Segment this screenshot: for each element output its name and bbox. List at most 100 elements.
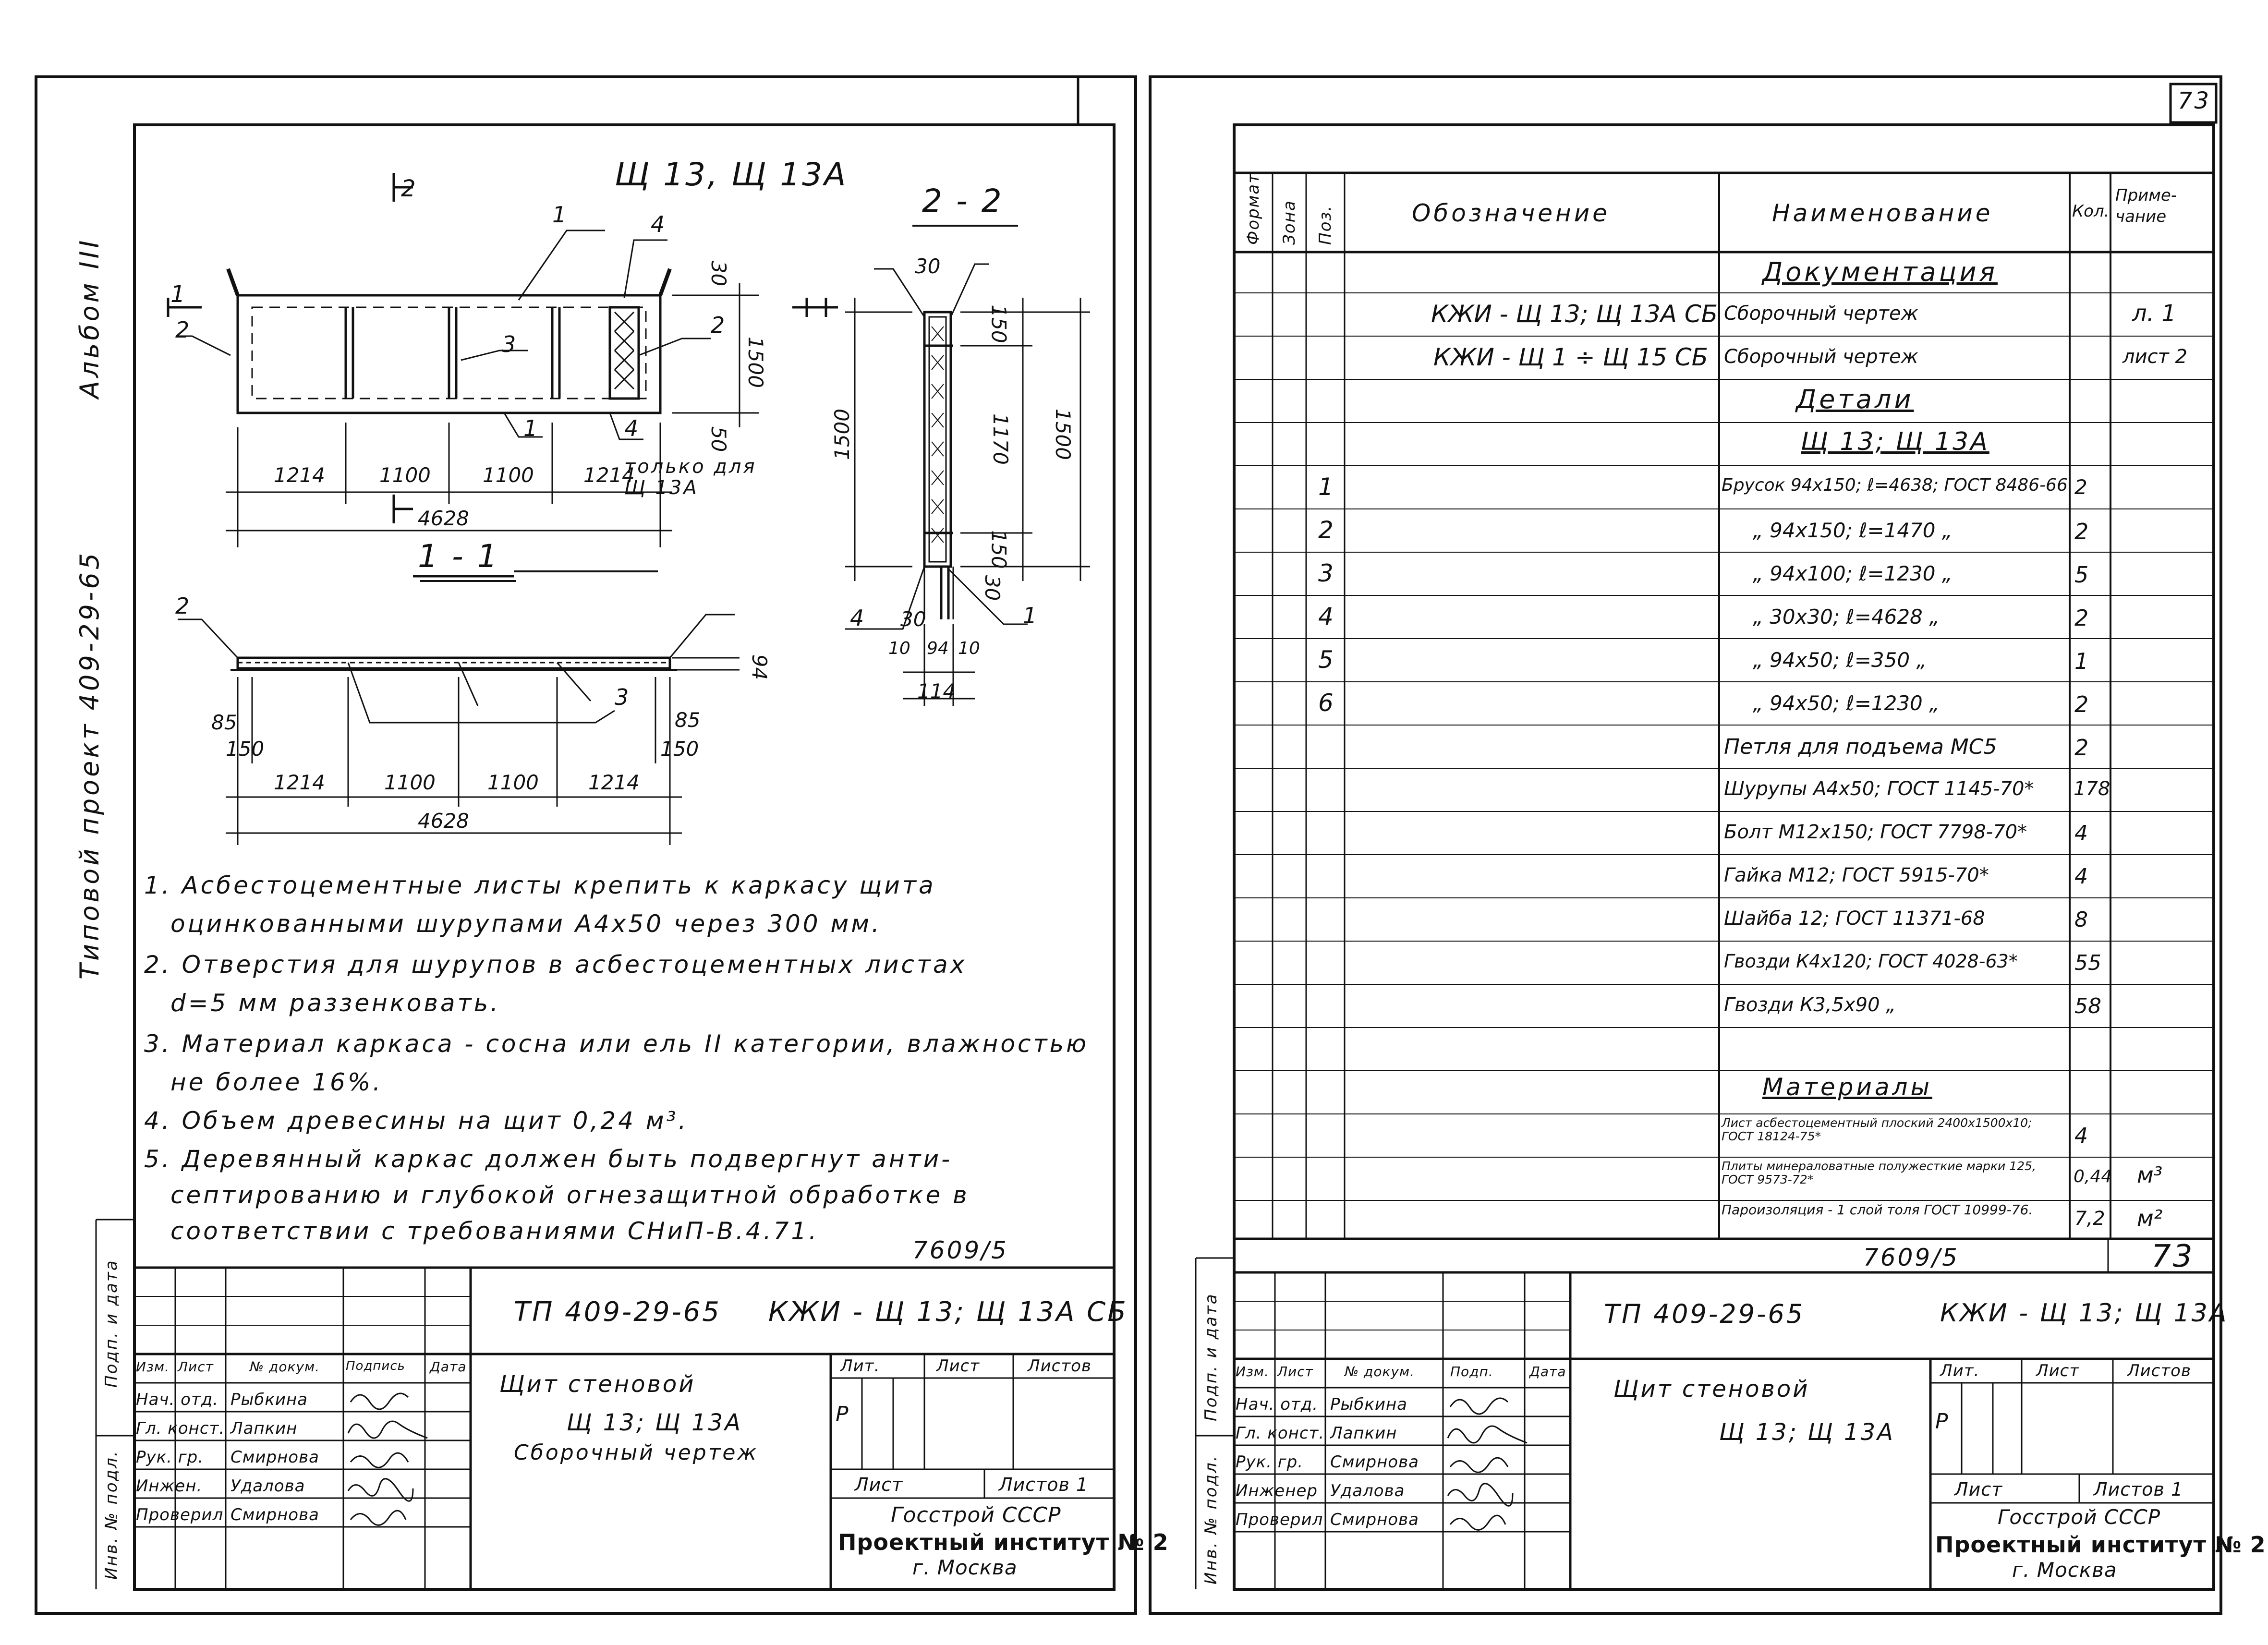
left-name-3: Смирнова: [230, 1448, 319, 1467]
right-title-block-lines: [1195, 1257, 2214, 1589]
right-org2: Проектный институт № 2: [1935, 1532, 2266, 1558]
spec-doc-2-designation: КЖИ - Щ 1 ÷ Щ 15 СБ: [1433, 343, 1708, 371]
spec-doc-1-note: л. 1: [2132, 300, 2176, 327]
signature-scribbles: [347, 1392, 1528, 1531]
sec11-dim-1: 1214: [274, 771, 325, 794]
spec-detail-3-pos: 3: [1318, 559, 1334, 587]
spec-detail-6-name: „ 94х50; ℓ=1230 „: [1753, 691, 1940, 715]
right-col-doc: № докум.: [1345, 1364, 1415, 1379]
spec-other-7-name: Гвозди К3,5х90 „: [1724, 994, 1896, 1016]
spec-detail-5-pos: 5: [1318, 646, 1334, 674]
left-side-inv: Инв. № подл.: [102, 1450, 121, 1580]
left-title1: Щит стеновой: [499, 1371, 696, 1398]
sec22-dim-150-bot: 150: [987, 530, 1011, 569]
spec-detail-4-pos: 4: [1318, 603, 1334, 630]
sec22-dim-1170: 1170: [988, 413, 1012, 465]
pos-label-2: 2: [175, 317, 192, 343]
spec-doc-2-note: лист 2: [2122, 346, 2188, 368]
spec-section-materials: Материалы: [1762, 1073, 1932, 1101]
left-sheets: Листов: [1028, 1356, 1092, 1376]
spec-mat-2-qty: 0,44: [2074, 1167, 2112, 1186]
plan-dim-1500: 1500: [743, 337, 767, 388]
left-stage: Р: [836, 1402, 850, 1427]
spec-other-2-qty: 178: [2074, 778, 2110, 800]
right-role-5: Проверил: [1236, 1510, 1323, 1529]
left-role-5: Проверил: [136, 1505, 224, 1524]
left-designation: КЖИ - Щ 13; Щ 13А СБ: [768, 1296, 1128, 1328]
spec-detail-5-name: „ 94х50; ℓ=350 „: [1753, 648, 1927, 672]
left-role-2: Гл. конст.: [136, 1419, 225, 1438]
sec22-dim-10-right: 10: [958, 639, 980, 658]
plan-dim-4: 1214: [583, 463, 635, 487]
spec-head-name: Наименование: [1772, 199, 1993, 227]
right-title1: Щит стеновой: [1613, 1376, 1810, 1403]
right-designation: КЖИ - Щ 13; Щ 13А: [1940, 1299, 2229, 1328]
spec-other-6-qty: 55: [2074, 951, 2101, 975]
sec11-dim-85-right: 85: [675, 708, 701, 732]
sec11-dim-4: 1214: [588, 771, 640, 794]
spec-detail-1-qty: 2: [2074, 475, 2087, 499]
left-name-5: Смирнова: [230, 1505, 319, 1524]
right-role-3: Рук. гр.: [1236, 1452, 1304, 1472]
sec22-dim-150-top: 150: [987, 304, 1011, 343]
spec-head-format: Формат: [1244, 173, 1263, 245]
right-lit: Лит.: [1940, 1361, 1980, 1380]
right-project: ТП 409-29-65: [1604, 1299, 1805, 1329]
spec-mat-1-name: Лист асбестоцементный плоский 2400х1500х…: [1722, 1116, 2032, 1143]
right-side-inv: Инв. № подл.: [1201, 1454, 1221, 1585]
note-line-4: d=5 мм раззенковать.: [170, 989, 501, 1017]
note-line-3: 2. Отверстия для шурупов в асбестоцемент…: [144, 951, 967, 979]
drawing-title: Щ 13, Щ 13А: [615, 156, 848, 193]
pos-label-1c: 1: [1023, 603, 1039, 629]
right-sheet-no: 73: [2151, 1239, 2195, 1274]
spec-doc-1-name: Сборочный чертеж: [1724, 302, 1918, 325]
right-role-4: Инженер: [1236, 1481, 1318, 1500]
left-name-2: Лапкин: [230, 1419, 298, 1438]
right-sheet-row: Лист: [1954, 1479, 2003, 1500]
sec22-dim-1500-left: 1500: [830, 409, 854, 460]
left-org2: Проектный институт № 2: [838, 1529, 1169, 1555]
right-stage: Р: [1935, 1409, 1950, 1434]
spec-table-lines: [1234, 171, 2214, 1272]
spec-head-note: Приме- чание: [2115, 186, 2177, 226]
plan-dim-1: 1214: [274, 463, 325, 487]
sec22-dim-30-under: 30: [900, 607, 926, 631]
right-col-date: Дата: [1529, 1364, 1566, 1379]
right-col-izm: Изм.: [1236, 1364, 1269, 1379]
left-name-1: Рыбкина: [230, 1390, 308, 1409]
plan-dim-50: 50: [707, 426, 731, 452]
project-label: Типовой проект 409-29-65: [74, 550, 105, 980]
sec22-dim-30-bot: 30: [981, 575, 1005, 601]
left-sheets-row: Листов 1: [999, 1474, 1089, 1495]
spec-other-2-name: Шурупы А4х50; ГОСТ 1145-70*: [1724, 778, 2034, 800]
section-1-1: [178, 580, 740, 845]
section-1-1-title: 1 - 1: [418, 538, 499, 575]
pos-label-3b: 3: [615, 684, 631, 710]
plan-dim-3: 1100: [483, 463, 534, 487]
left-lit: Лит.: [840, 1356, 880, 1376]
sec22-dim-94: 94: [927, 639, 949, 658]
right-name-3: Смирнова: [1330, 1452, 1419, 1472]
pos-label-3: 3: [502, 331, 518, 357]
left-col-doc: № докум.: [250, 1359, 320, 1375]
sec11-dim-3: 1100: [487, 771, 539, 794]
spec-detail-6-pos: 6: [1318, 689, 1334, 717]
spec-detail-3-name: „ 94х100; ℓ=1230 „: [1753, 562, 1953, 585]
right-role-1: Нач. отд.: [1236, 1395, 1319, 1414]
note-line-9: септированию и глубокой огнезащитной обр…: [170, 1181, 970, 1209]
right-sheets-row: Листов 1: [2094, 1479, 2183, 1500]
pos-label-4c: 4: [850, 605, 866, 631]
sec11-dim-2: 1100: [384, 771, 436, 794]
spec-mat-3-note: м²: [2137, 1205, 2163, 1231]
spec-other-3-qty: 4: [2074, 821, 2088, 846]
sec11-dim-150-left: 150: [226, 737, 265, 761]
spec-detail-4-qty: 2: [2074, 605, 2089, 631]
left-name-4: Удалова: [230, 1476, 305, 1496]
sec11-dim-total: 4628: [418, 809, 469, 833]
right-sheet: Лист: [2036, 1361, 2080, 1380]
sec11-dim-150-right: 150: [660, 737, 699, 761]
spec-detail-1-name: Брусок 94х150; ℓ=4638; ГОСТ 8486-66: [1722, 475, 2068, 495]
spec-mat-2-note: м³: [2137, 1162, 2163, 1188]
left-title3: Сборочный чертеж: [514, 1440, 759, 1465]
